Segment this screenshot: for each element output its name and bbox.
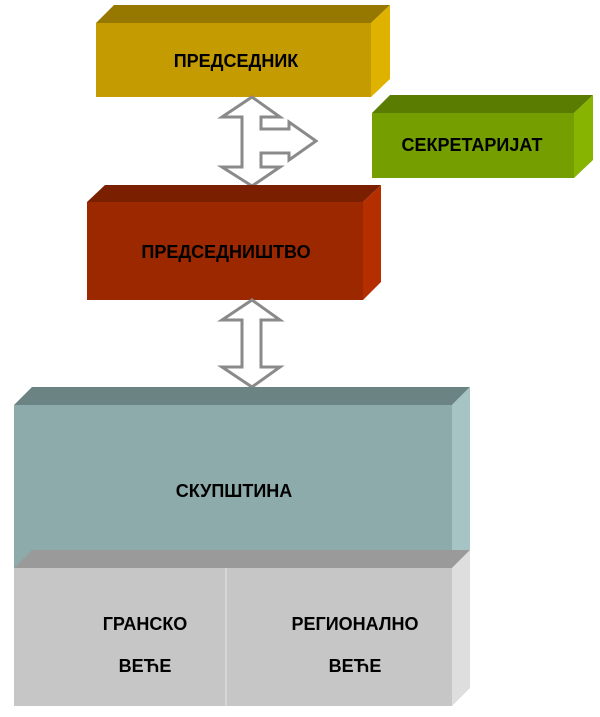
- box-predsednik-label: ПРЕДСЕДНИК: [174, 51, 300, 71]
- regionalno-vece-line1: РЕГИОНАЛНО: [291, 614, 418, 634]
- gransko-vece-line1: ГРАНСКО: [103, 614, 188, 634]
- box-skupstina-label: СКУПШТИНА: [176, 481, 293, 501]
- three-way-arrow-icon: [216, 95, 319, 188]
- gransko-vece-line2: ВЕЋЕ: [119, 656, 172, 676]
- double-arrow-icon: [217, 298, 285, 389]
- box-predsednistvo-label: ПРЕДСЕДНИШТВО: [141, 242, 310, 262]
- box-sekretarijat-label: СЕКРЕТАРИЈАТ: [402, 135, 543, 155]
- box-gransko-vece: ГРАНСКО ВЕЋЕ: [103, 614, 188, 676]
- box-sekretarijat: СЕКРЕТАРИЈАТ: [372, 95, 593, 178]
- regionalno-vece-line2: ВЕЋЕ: [329, 656, 382, 676]
- box-regionalno-vece: РЕГИОНАЛНО ВЕЋЕ: [291, 614, 418, 676]
- box-skupstina: СКУПШТИНА: [14, 387, 470, 568]
- box-predsednik: ПРЕДСЕДНИК: [96, 5, 390, 97]
- box-predsednistvo: ПРЕДСЕДНИШТВО: [87, 185, 381, 300]
- box-veca: ГРАНСКО ВЕЋЕ РЕГИОНАЛНО ВЕЋЕ: [14, 550, 470, 706]
